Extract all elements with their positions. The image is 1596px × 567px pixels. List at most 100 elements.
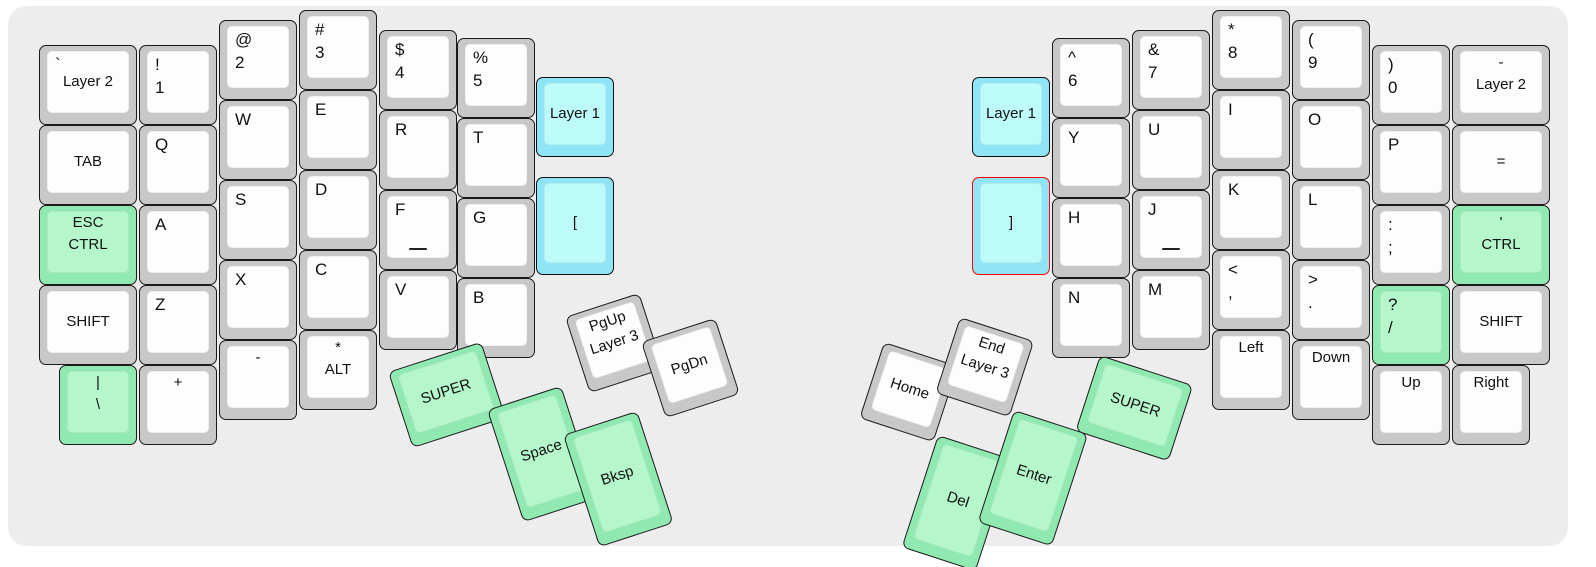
key-r-c4-r3[interactable]: M xyxy=(1132,270,1210,350)
keycap-surface: Z xyxy=(147,291,209,353)
key-r-c5-r3[interactable]: N xyxy=(1052,278,1130,358)
keycap-surface: V xyxy=(387,276,449,338)
key-r-c1-r4[interactable]: Up xyxy=(1372,365,1450,445)
key-l-c2-r2[interactable]: S xyxy=(219,180,297,260)
key-l-c1-r2[interactable]: A xyxy=(139,205,217,285)
keycap-surface: ] xyxy=(980,183,1042,263)
key-legend-bottom: 0 xyxy=(1388,78,1398,97)
key-r-t-enter[interactable]: Enter xyxy=(977,410,1089,547)
key-r-c4-r1[interactable]: U xyxy=(1132,110,1210,190)
key-l-c6-r1[interactable]: [ xyxy=(536,177,614,275)
key-l-c5-r2[interactable]: G xyxy=(457,198,535,278)
key-legend-top: L xyxy=(1308,190,1318,209)
key-r-c5-r1[interactable]: Y xyxy=(1052,118,1130,198)
key-l-c0-r4[interactable]: |\ xyxy=(59,365,137,445)
key-r-c0-r0[interactable]: -Layer 2 xyxy=(1452,45,1550,125)
key-l-c2-r4[interactable]: - xyxy=(219,340,297,420)
keycap-surface: I xyxy=(1220,96,1282,158)
key-r-c4-r0[interactable]: &7 xyxy=(1132,30,1210,110)
keycap-surface: )0 xyxy=(1380,51,1442,113)
key-r-c3-r1[interactable]: I xyxy=(1212,90,1290,170)
key-l-c3-r1[interactable]: E xyxy=(299,90,377,170)
key-l-c1-r4[interactable]: + xyxy=(139,365,217,445)
key-legend-bottom: . xyxy=(1308,293,1313,312)
key-r-c2-r2[interactable]: L xyxy=(1292,180,1370,260)
key-l-c2-r0[interactable]: @2 xyxy=(219,20,297,100)
key-l-c3-r3[interactable]: C xyxy=(299,250,377,330)
key-r-c4-r2[interactable]: J xyxy=(1132,190,1210,270)
keycap-surface: Up xyxy=(1380,371,1442,433)
key-l-c5-r1[interactable]: T xyxy=(457,118,535,198)
key-legend-bottom: 5 xyxy=(473,71,483,90)
key-legend-top: O xyxy=(1308,110,1322,129)
key-r-c3-r0[interactable]: *8 xyxy=(1212,10,1290,90)
key-r-c6-r1[interactable]: ] xyxy=(972,177,1050,275)
key-r-c5-r0[interactable]: ^6 xyxy=(1052,38,1130,118)
key-r-c6-r0[interactable]: Layer 1 xyxy=(972,77,1050,157)
key-l-c1-r3[interactable]: Z xyxy=(139,285,217,365)
key-legend-center: Enter xyxy=(1014,461,1054,489)
key-legend-top: M xyxy=(1148,280,1163,299)
key-l-c5-r3[interactable]: B xyxy=(457,278,535,358)
key-legend-center-top: ESC xyxy=(72,214,104,231)
key-legend-bottom: 9 xyxy=(1308,53,1318,72)
key-legend-center-top: Up xyxy=(1401,374,1421,391)
key-r-c3-r3[interactable]: <, xyxy=(1212,250,1290,330)
key-legend-bottom: 8 xyxy=(1228,43,1238,62)
key-r-c2-r0[interactable]: (9 xyxy=(1292,20,1370,100)
keycap-surface: T xyxy=(465,124,527,186)
key-l-c1-r0[interactable]: !1 xyxy=(139,45,217,125)
key-r-c1-r0[interactable]: )0 xyxy=(1372,45,1450,125)
key-legend-top: ? xyxy=(1388,295,1398,314)
key-legend-center-top: Right xyxy=(1473,374,1509,391)
keycap-surface: #3 xyxy=(307,16,369,78)
key-l-c0-r3[interactable]: SHIFT xyxy=(39,285,137,365)
key-l-c4-r2[interactable]: F xyxy=(379,190,457,270)
keycap-surface: A xyxy=(147,211,209,273)
key-l-c4-r1[interactable]: R xyxy=(379,110,457,190)
key-r-c1-r2[interactable]: :; xyxy=(1372,205,1450,285)
keycap-surface: F xyxy=(387,196,449,258)
key-r-c5-r2[interactable]: H xyxy=(1052,198,1130,278)
key-r-c0-r3[interactable]: SHIFT xyxy=(1452,285,1550,365)
key-l-c3-r0[interactable]: #3 xyxy=(299,10,377,90)
key-l-c6-r0[interactable]: Layer 1 xyxy=(536,77,614,157)
keycap-surface: M xyxy=(1140,276,1202,338)
key-legend-bottom: 2 xyxy=(235,53,245,72)
key-r-c2-r1[interactable]: O xyxy=(1292,100,1370,180)
key-l-c0-r1[interactable]: TAB xyxy=(39,125,137,205)
key-r-c2-r4[interactable]: Down xyxy=(1292,340,1370,420)
key-l-c2-r3[interactable]: X xyxy=(219,260,297,340)
key-r-c1-r1[interactable]: P xyxy=(1372,125,1450,205)
key-l-c0-r0[interactable]: `Layer 2 xyxy=(39,45,137,125)
key-r-t-super[interactable]: SUPER xyxy=(1075,355,1194,462)
key-l-c2-r1[interactable]: W xyxy=(219,100,297,180)
key-r-c0-r1[interactable]: = xyxy=(1452,125,1550,205)
key-legend-top: G xyxy=(473,208,487,227)
key-l-c3-r4[interactable]: *ALT xyxy=(299,330,377,410)
key-r-c3-r2[interactable]: K xyxy=(1212,170,1290,250)
key-r-c2-r3[interactable]: >. xyxy=(1292,260,1370,340)
key-l-c3-r2[interactable]: D xyxy=(299,170,377,250)
key-l-c5-r0[interactable]: %5 xyxy=(457,38,535,118)
key-l-c4-r3[interactable]: V xyxy=(379,270,457,350)
key-l-c4-r0[interactable]: $4 xyxy=(379,30,457,110)
keycap-surface: S xyxy=(227,186,289,248)
key-r-c0-r2[interactable]: 'CTRL xyxy=(1452,205,1550,285)
key-legend-top: S xyxy=(235,190,247,209)
key-legend-top: % xyxy=(473,48,489,67)
key-r-c3-r4[interactable]: Left xyxy=(1212,330,1290,410)
keycap-surface: Enter xyxy=(988,418,1079,533)
keycap-surface: Q xyxy=(147,131,209,193)
key-r-c1-r3[interactable]: ?/ xyxy=(1372,285,1450,365)
key-legend-center-bottom: Layer 2 xyxy=(1475,76,1527,93)
key-l-c1-r1[interactable]: Q xyxy=(139,125,217,205)
keycap-surface: >. xyxy=(1300,266,1362,328)
keycap-surface: G xyxy=(465,204,527,266)
key-r-c0-r4[interactable]: Right xyxy=(1452,365,1530,445)
key-legend-center: Layer 1 xyxy=(985,105,1037,122)
